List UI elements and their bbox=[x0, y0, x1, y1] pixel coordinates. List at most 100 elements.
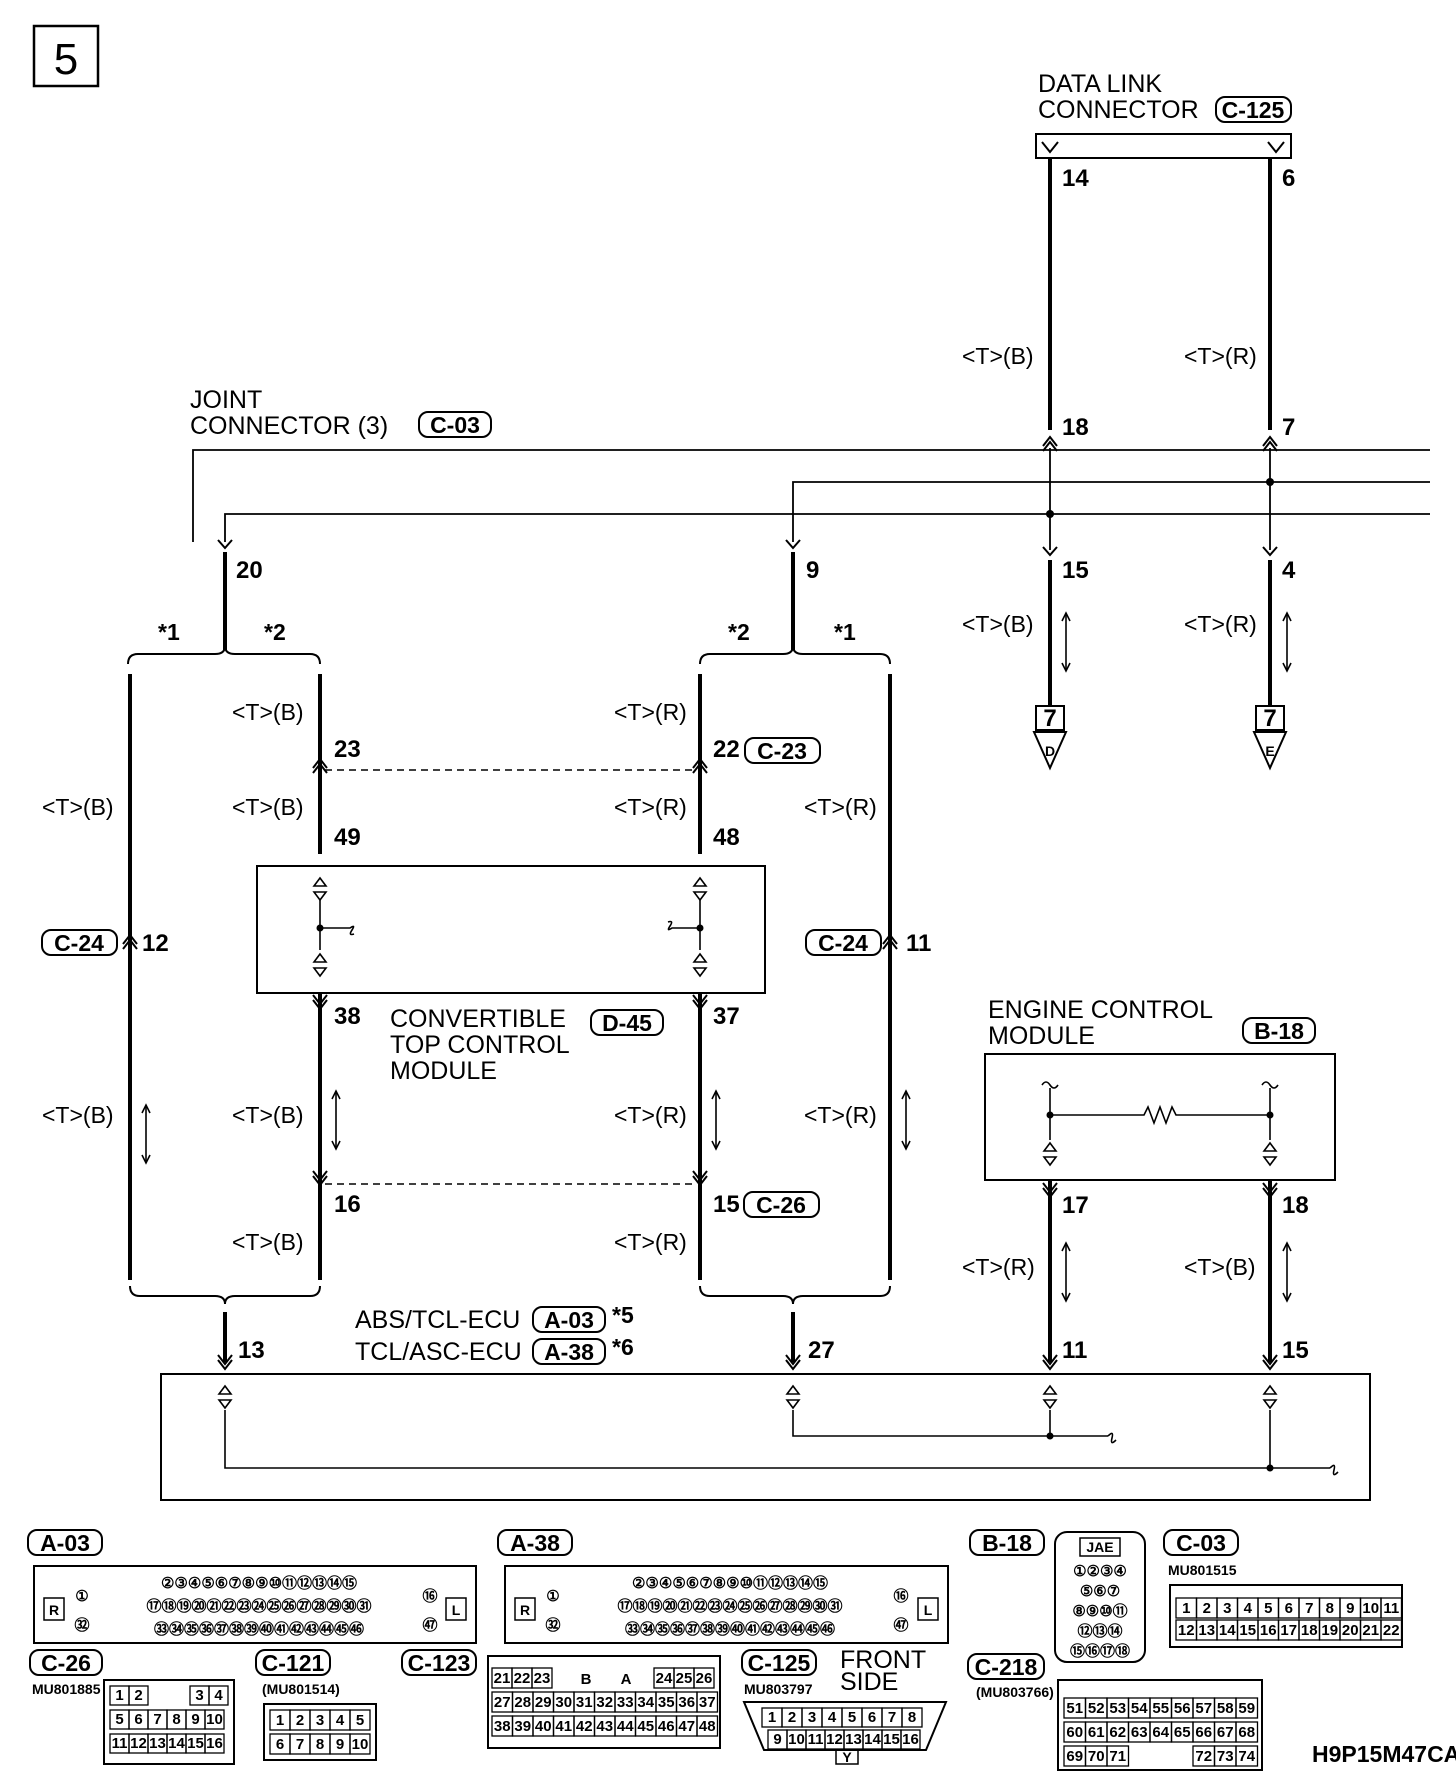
page-number: 5 bbox=[54, 35, 78, 84]
pin-ecu-13: 13 bbox=[238, 1337, 265, 1364]
c218-pin-53: 53 bbox=[1109, 1700, 1126, 1717]
variant-star1-left: *1 bbox=[158, 619, 180, 645]
joint-connector-label-2: CONNECTOR (3) bbox=[190, 412, 388, 440]
c03-pin-18: 18 bbox=[1301, 1622, 1318, 1639]
c125-pin-15: 15 bbox=[883, 1731, 900, 1748]
b18-row-5: ⑮⑯⑰⑱ bbox=[1070, 1642, 1130, 1660]
c03-part-number: MU801515 bbox=[1168, 1562, 1237, 1578]
c121-part-number: (MU801514) bbox=[262, 1681, 340, 1697]
c218-pin-66: 66 bbox=[1195, 1724, 1212, 1741]
c121-pin-1: 1 bbox=[276, 1712, 284, 1729]
a03-pin1: ① bbox=[75, 1588, 88, 1605]
c26-part-number: MU801885 bbox=[32, 1681, 101, 1697]
b18-row-4: ⑫⑬⑭ bbox=[1077, 1622, 1122, 1640]
c26-pin-7: 7 bbox=[153, 1711, 161, 1728]
c03-pin-1: 1 bbox=[1182, 1600, 1190, 1617]
connector-c121-face bbox=[263, 1703, 377, 1761]
pin-d45-38: 38 bbox=[334, 1003, 361, 1030]
pin-joint-7: 7 bbox=[1282, 414, 1295, 441]
c218-pin-73: 73 bbox=[1217, 1748, 1234, 1765]
tag-c24-left: C-24 bbox=[54, 930, 104, 956]
c121-pin-9: 9 bbox=[336, 1736, 344, 1753]
c218-pin-61: 61 bbox=[1088, 1724, 1105, 1741]
c123-pin-38: 38 bbox=[494, 1718, 511, 1735]
c125-pin-12: 12 bbox=[826, 1731, 843, 1748]
wire-color-left-mid: <T>(B) bbox=[42, 1102, 114, 1128]
variant-star2-left: *2 bbox=[264, 619, 286, 645]
c123-pin-46: 46 bbox=[658, 1718, 675, 1735]
convertible-module-label-1: CONVERTIBLE bbox=[390, 1005, 566, 1033]
tag-c23: C-23 bbox=[757, 738, 807, 764]
wire-color-c24-11-top: <T>(R) bbox=[804, 794, 877, 820]
flag-e: E bbox=[1265, 743, 1274, 759]
c123-pin-41: 41 bbox=[555, 1718, 572, 1735]
pin-dlc-6: 6 bbox=[1282, 165, 1295, 192]
a03-row1: ②③④⑤⑥⑦⑧⑨⑩⑪⑫⑬⑭⑮ bbox=[161, 1574, 357, 1592]
c125-pin-13: 13 bbox=[845, 1731, 862, 1748]
conn-tag-c218: C-218 bbox=[975, 1654, 1038, 1680]
c123-pin-25: 25 bbox=[676, 1670, 693, 1687]
c125-key-y: Y bbox=[842, 1749, 852, 1765]
c125-pin-16: 16 bbox=[902, 1731, 919, 1748]
c218-pin-57: 57 bbox=[1195, 1700, 1212, 1717]
pin-joint-15: 15 bbox=[1062, 557, 1089, 584]
pin-dlc-14: 14 bbox=[1062, 165, 1089, 192]
c125-pin-5: 5 bbox=[848, 1709, 856, 1726]
c03-pin-8: 8 bbox=[1326, 1600, 1334, 1617]
pin-d45-37: 37 bbox=[713, 1003, 740, 1030]
c218-pin-68: 68 bbox=[1238, 1724, 1255, 1741]
tag-a03: A-03 bbox=[544, 1307, 594, 1333]
data-link-connector-body bbox=[1035, 133, 1292, 159]
convertible-module-label-3: MODULE bbox=[390, 1057, 497, 1085]
c03-pin-19: 19 bbox=[1321, 1622, 1338, 1639]
c26-pin-12: 12 bbox=[130, 1735, 147, 1752]
c123-pin-37: 37 bbox=[699, 1694, 716, 1711]
connector-b18-face bbox=[1054, 1531, 1146, 1663]
a03-pin32: ㉜ bbox=[74, 1616, 89, 1634]
c123-pin-34: 34 bbox=[637, 1694, 654, 1711]
variant-star1-right: *1 bbox=[834, 619, 856, 645]
pin-c23-22: 22 bbox=[713, 736, 740, 763]
conn-tag-a03: A-03 bbox=[40, 1530, 90, 1556]
c125-pin-1: 1 bbox=[768, 1709, 776, 1726]
c03-pin-10: 10 bbox=[1362, 1600, 1379, 1617]
abs-ecu-label: ABS/TCL-ECU bbox=[355, 1306, 520, 1334]
c218-pin-67: 67 bbox=[1217, 1724, 1234, 1741]
c03-pin-21: 21 bbox=[1362, 1622, 1379, 1639]
c03-pin-7: 7 bbox=[1305, 1600, 1313, 1617]
pin-b18-17: 17 bbox=[1062, 1192, 1089, 1219]
c03-pin-12: 12 bbox=[1178, 1622, 1195, 1639]
c125-pin-6: 6 bbox=[868, 1709, 876, 1726]
connector-c26-face bbox=[103, 1679, 235, 1765]
connector-a03-face bbox=[33, 1565, 477, 1644]
pin-ecu-15: 15 bbox=[1282, 1337, 1309, 1364]
c26-pin-6: 6 bbox=[134, 1711, 142, 1728]
c03-pin-14: 14 bbox=[1219, 1622, 1236, 1639]
c03-pin-13: 13 bbox=[1198, 1622, 1215, 1639]
c123-pin-24: 24 bbox=[656, 1670, 673, 1687]
conn-tag-c121: C-121 bbox=[262, 1650, 325, 1676]
wire-color-c26-16: <T>(B) bbox=[232, 1229, 304, 1255]
c123-pin-48: 48 bbox=[699, 1718, 716, 1735]
c123-pin-26: 26 bbox=[696, 1670, 713, 1687]
abs-ecu-box bbox=[160, 1373, 1371, 1501]
c125-front-label-2: SIDE bbox=[840, 1668, 898, 1696]
c03-pin-6: 6 bbox=[1285, 1600, 1293, 1617]
conn-tag-c125: C-125 bbox=[748, 1650, 811, 1676]
c26-pin-15: 15 bbox=[187, 1735, 204, 1752]
c26-pin-5: 5 bbox=[115, 1711, 123, 1728]
c218-pin-58: 58 bbox=[1217, 1700, 1234, 1717]
a03-row3: ㉝㉞㉟㊱㊲㊳㊴㊵㊶㊷㊸㊹㊺㊻ bbox=[154, 1620, 364, 1638]
convertible-module-label-2: TOP CONTROL bbox=[390, 1031, 570, 1059]
a03-side-r: R bbox=[49, 1602, 59, 1618]
tag-c24-right: C-24 bbox=[818, 930, 868, 956]
c26-pin-11: 11 bbox=[112, 1735, 128, 1752]
wire-color-pin-37: <T>(R) bbox=[614, 1102, 687, 1128]
variant-star2-right: *2 bbox=[728, 619, 750, 645]
c03-pin-11: 11 bbox=[1383, 1600, 1399, 1617]
c218-pin-54: 54 bbox=[1131, 1700, 1148, 1717]
c03-pin-9: 9 bbox=[1346, 1600, 1354, 1617]
c125-pin-4: 4 bbox=[828, 1709, 837, 1726]
wire-color-c26-15: <T>(R) bbox=[614, 1229, 687, 1255]
c125-part-number: MU803797 bbox=[744, 1681, 813, 1697]
